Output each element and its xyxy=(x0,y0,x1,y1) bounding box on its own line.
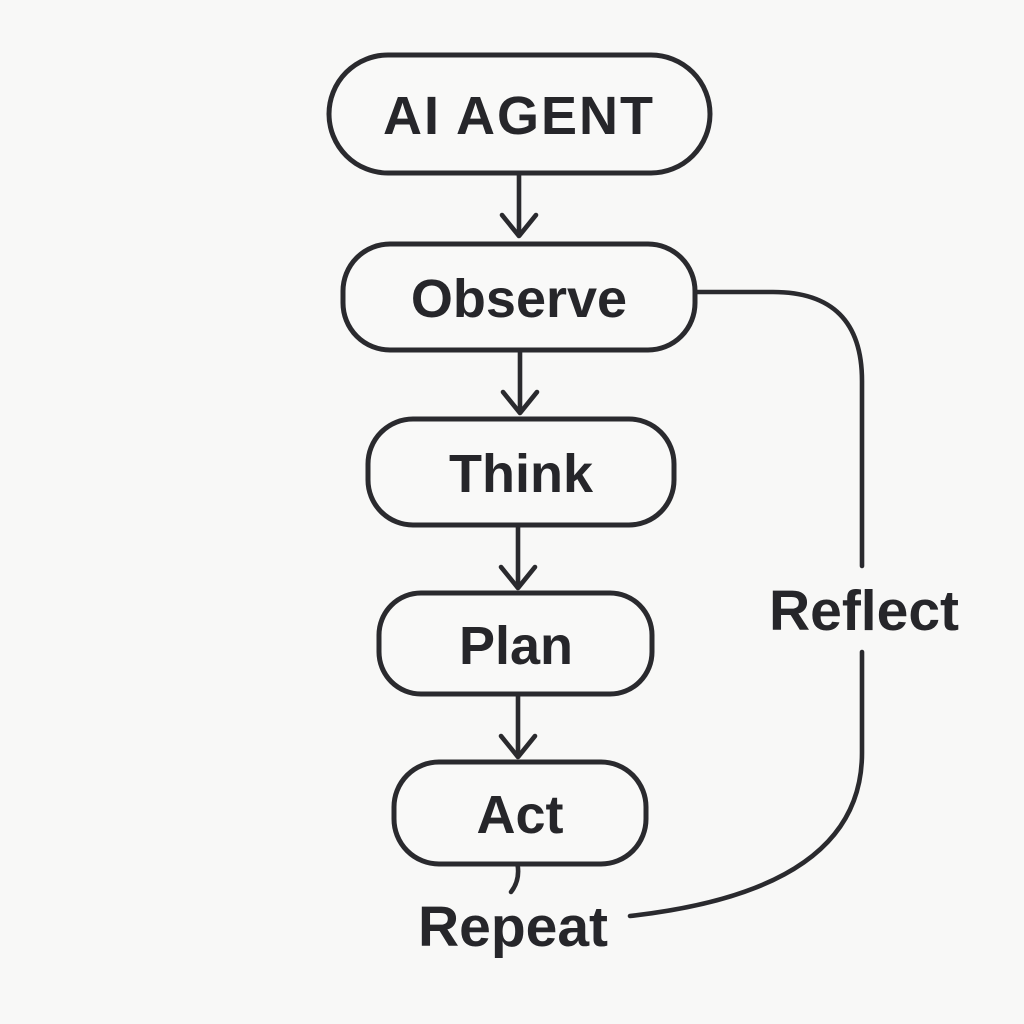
reflect-label: Reflect xyxy=(769,579,959,643)
node-act: Act xyxy=(391,759,649,867)
edge-aiagent-observe xyxy=(499,172,539,239)
node-act-shape xyxy=(391,759,649,867)
node-think-label: Think xyxy=(449,444,594,504)
node-think-shape xyxy=(365,416,677,528)
node-ai-agent: AI AGENT xyxy=(326,52,713,176)
node-act-label: Act xyxy=(476,785,563,845)
edge-think-plan xyxy=(498,524,538,591)
node-observe-shape xyxy=(340,241,698,353)
node-observe-label: Observe xyxy=(411,269,627,329)
arrowhead-down-icon xyxy=(499,212,539,239)
arrowhead-down-icon xyxy=(498,564,538,591)
feedback-loop-lower xyxy=(627,649,865,919)
arrowhead-down-icon xyxy=(500,389,540,416)
node-ai-agent-shape xyxy=(326,52,713,176)
node-plan: Plan xyxy=(376,590,655,697)
arrowhead-down-icon xyxy=(498,733,538,760)
nodes-group: AI AGENT Observe Think Plan Act xyxy=(326,52,713,867)
node-think: Think xyxy=(365,416,677,528)
feedback-loop-upper xyxy=(692,289,865,569)
edges-group xyxy=(498,172,865,919)
node-plan-shape xyxy=(376,590,655,697)
node-ai-agent-label: AI AGENT xyxy=(383,86,655,146)
edge-plan-act xyxy=(498,693,538,760)
node-plan-label: Plan xyxy=(459,616,573,676)
edge-observe-think xyxy=(500,349,540,416)
node-observe: Observe xyxy=(340,241,698,353)
repeat-label: Repeat xyxy=(418,895,608,959)
